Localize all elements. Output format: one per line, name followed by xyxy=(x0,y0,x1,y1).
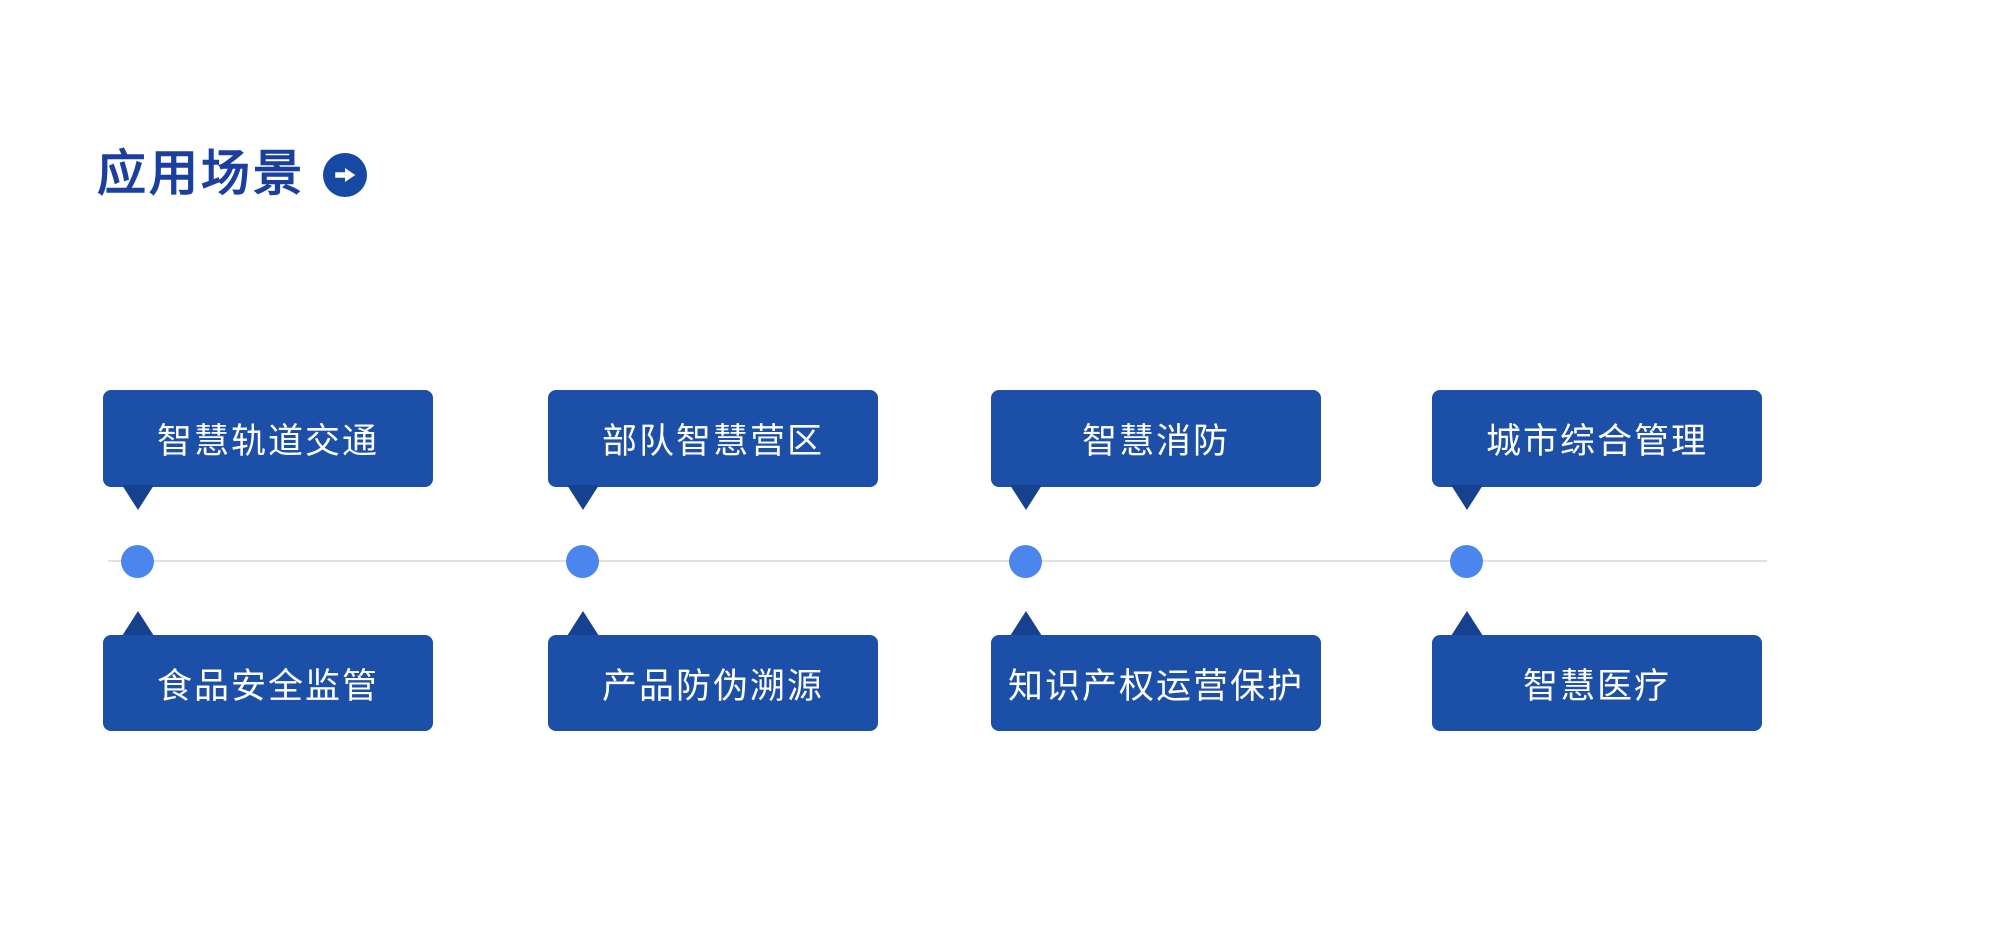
bubble-pointer-down-icon xyxy=(567,485,599,510)
bubble-pointer-up-icon xyxy=(567,611,599,636)
scenario-bubble-bottom: 知识产权运营保护 xyxy=(991,635,1321,731)
timeline-dot xyxy=(121,545,154,578)
scenario-bubble-top: 部队智慧营区 xyxy=(548,390,878,487)
timeline-dot xyxy=(1009,545,1042,578)
timeline-dot xyxy=(1450,545,1483,578)
bubble-pointer-down-icon xyxy=(1010,485,1042,510)
timeline-line xyxy=(108,560,1767,562)
scenario-bubble-bottom: 产品防伪溯源 xyxy=(548,635,878,731)
bubble-pointer-up-icon xyxy=(1010,611,1042,636)
scenario-bubble-top: 智慧轨道交通 xyxy=(103,390,433,487)
section-header: 应用场景 xyxy=(97,147,368,201)
bubble-pointer-down-icon xyxy=(122,485,154,510)
bubble-pointer-up-icon xyxy=(1451,611,1483,636)
bubble-pointer-down-icon xyxy=(1451,485,1483,510)
timeline-column-4: 城市综合管理 智慧医疗 xyxy=(1432,390,1762,731)
timeline-column-2: 部队智慧营区 产品防伪溯源 xyxy=(548,390,878,731)
right-arrow-icon xyxy=(332,162,358,188)
scenario-bubble-bottom: 智慧医疗 xyxy=(1432,635,1762,731)
bubble-pointer-up-icon xyxy=(122,611,154,636)
timeline-column-3: 智慧消防 知识产权运营保护 xyxy=(991,390,1321,731)
timeline-dot xyxy=(566,545,599,578)
scenario-bubble-top: 智慧消防 xyxy=(991,390,1321,487)
page-title: 应用场景 xyxy=(97,147,306,201)
more-arrow-button[interactable] xyxy=(323,152,368,197)
scenario-bubble-bottom: 食品安全监管 xyxy=(103,635,433,731)
scenario-bubble-top: 城市综合管理 xyxy=(1432,390,1762,487)
timeline-column-1: 智慧轨道交通 食品安全监管 xyxy=(103,390,433,731)
